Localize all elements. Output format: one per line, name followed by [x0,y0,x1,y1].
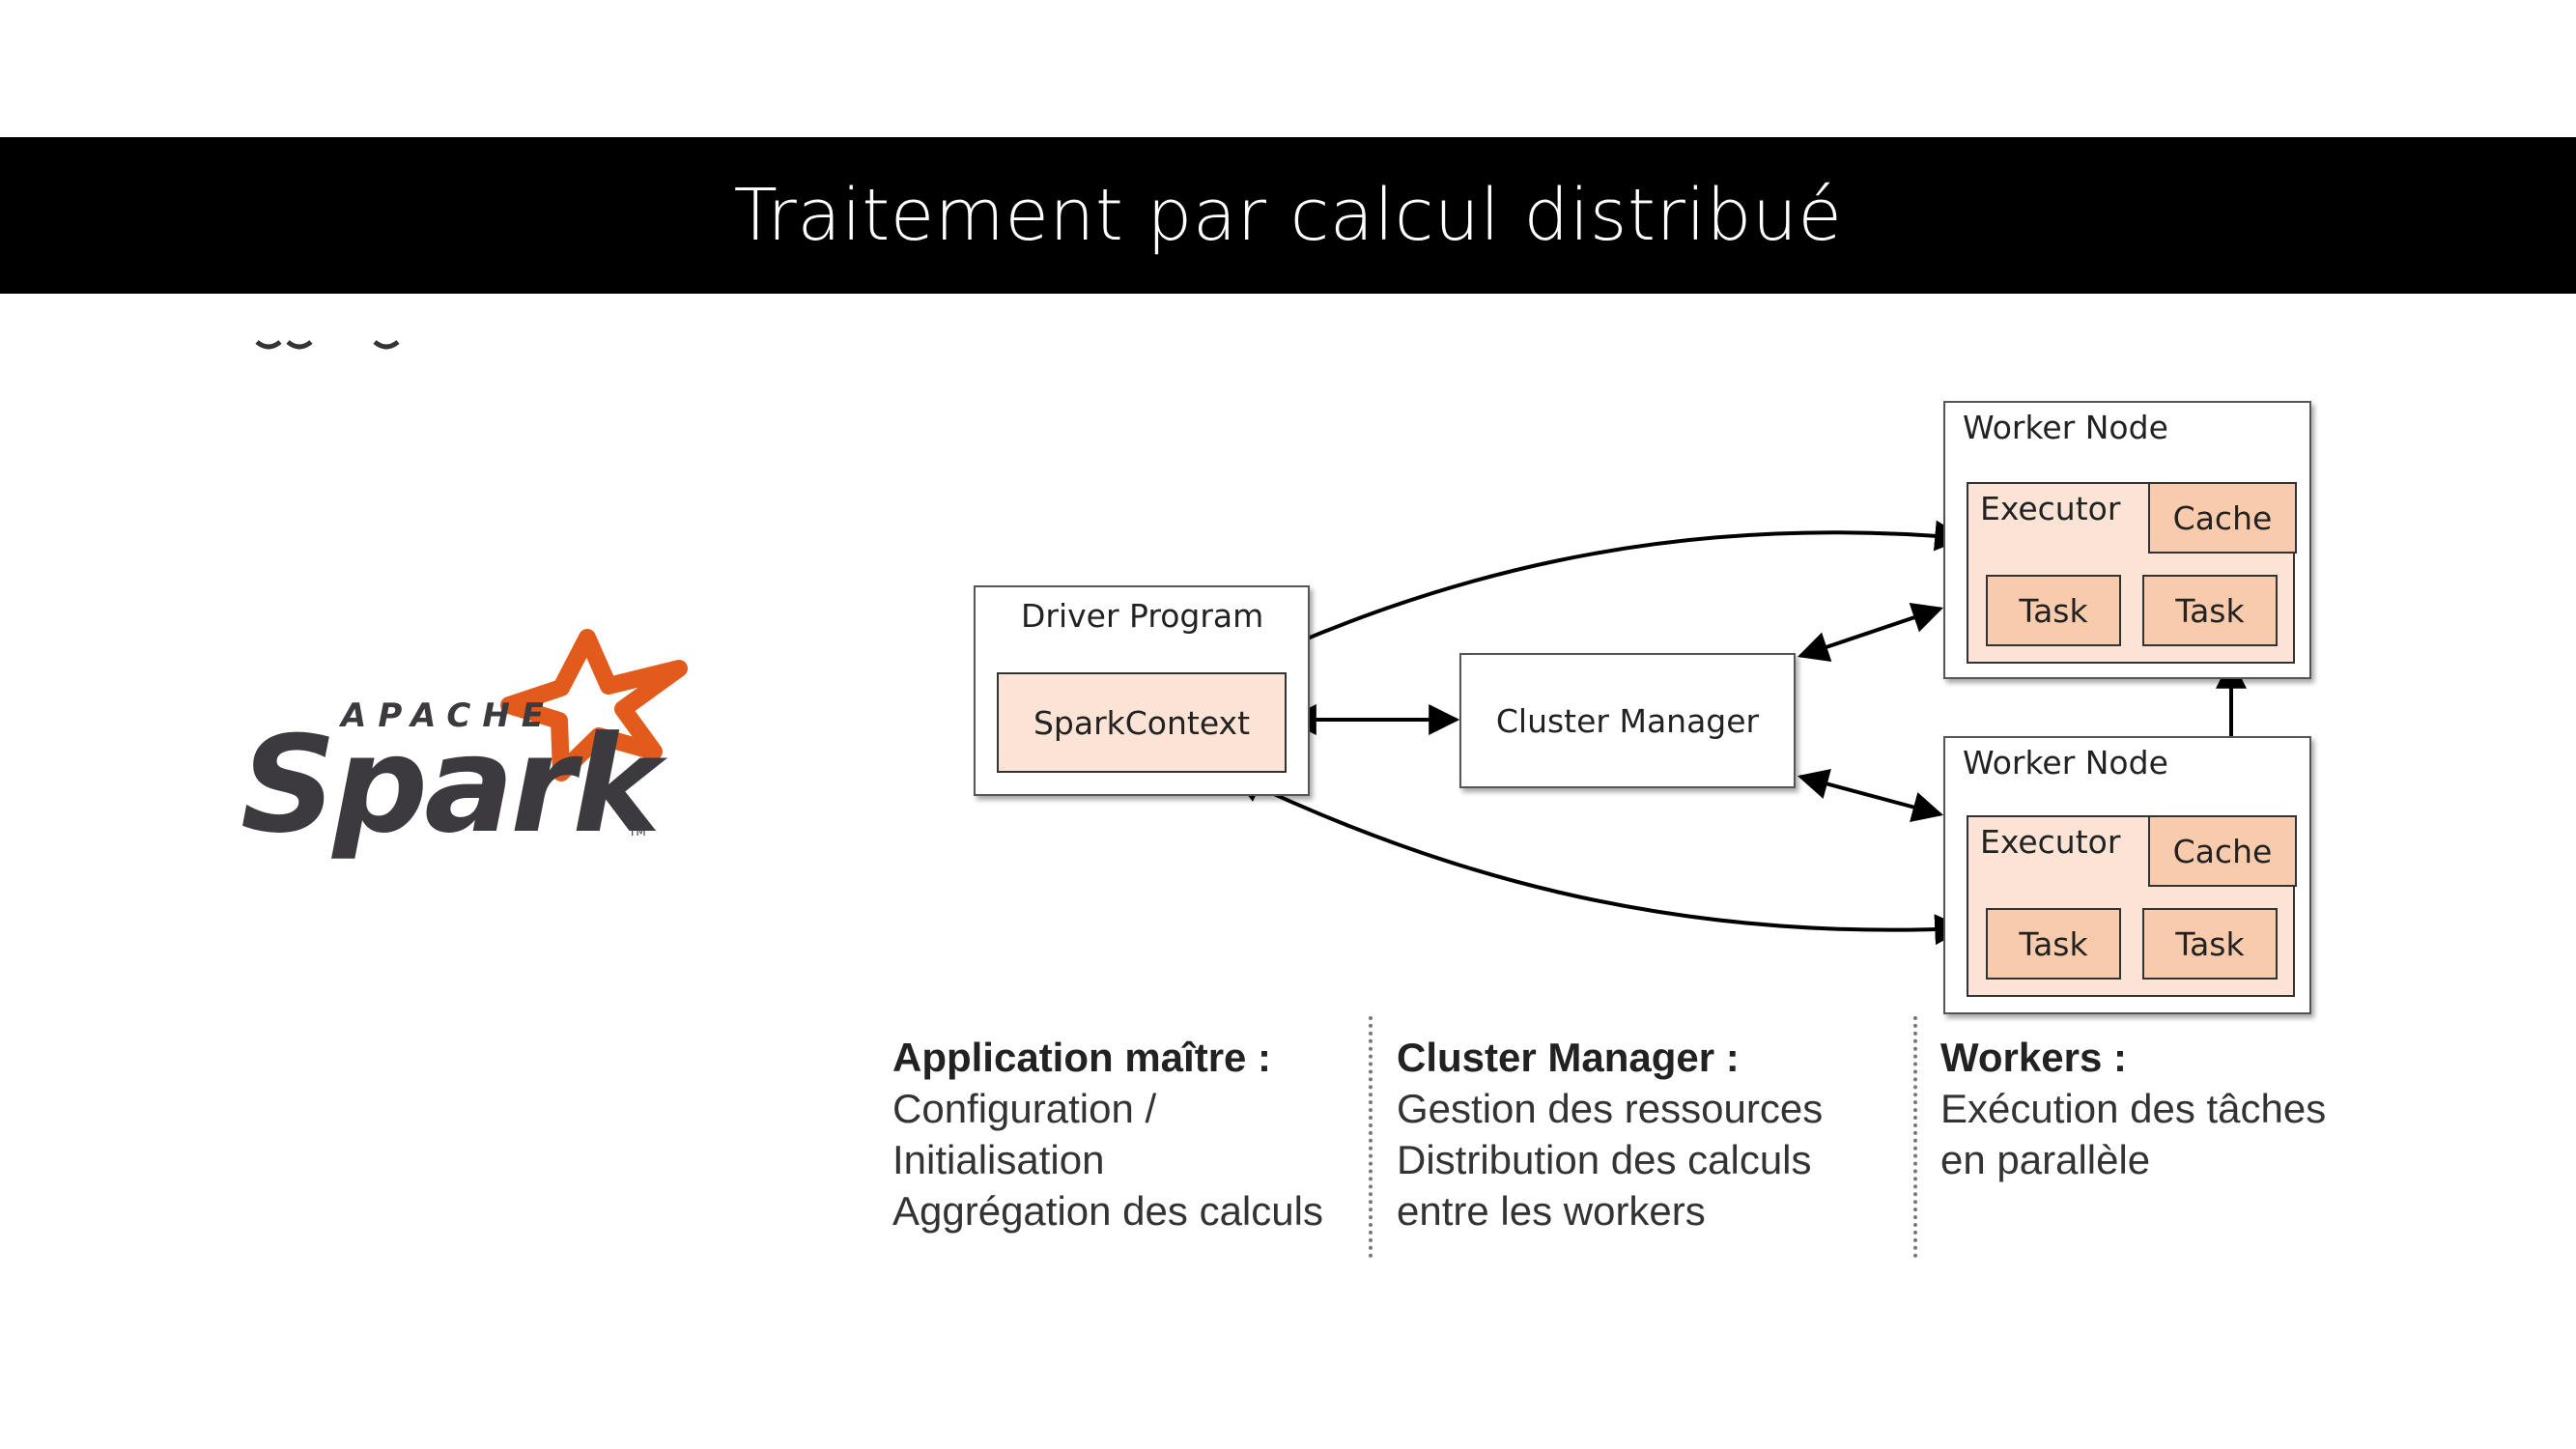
worker-node-2: Worker Node Executor Cache Task Task [1943,736,2311,1014]
driver-program-label: Driver Program [1021,597,1264,635]
logo-apache-text: APACHE [338,696,555,735]
logo-spark-text: Spark [241,707,667,863]
description-driver-line: Aggrégation des calculs [892,1188,1323,1234]
spark-star-icon [500,629,688,781]
worker-node-2-label: Worker Node [1963,744,2168,781]
executor-box-1: Executor Cache Task Task [1967,482,2297,664]
cache-box-1: Cache [2148,482,2297,554]
executor-label-1: Executor [1980,490,2121,527]
slide-title: Traitement par calcul distribué [733,174,1843,257]
arrow-driver-worker2 [1231,774,1967,946]
worker-node-1: Worker Node Executor Cache Task Task [1943,401,2311,679]
description-divider [1913,1016,1917,1258]
task-box-1a: Task [1986,575,2121,646]
cluster-manager-box: Cluster Manager [1459,653,1796,788]
description-cluster-manager-line: entre les workers [1397,1188,1706,1234]
task-box-2a: Task [1986,908,2121,980]
task-box-2b: Task [2142,908,2278,980]
description-cluster-manager-line: Gestion des ressources [1397,1086,1824,1131]
cropped-text-fragment [255,339,400,350]
executor-box-2: Executor Cache Task Task [1967,815,2297,997]
sparkcontext-box: SparkContext [997,672,1287,773]
title-bar: Traitement par calcul distribué [0,137,2576,294]
cache-box-2: Cache [2148,815,2297,887]
apache-spark-logo: APACHE Spark TM [241,629,688,863]
arrow-cluster-manager-worker2 [1797,769,1944,822]
description-workers-line: Exécution des tâches [1940,1086,2327,1131]
arrow-driver-worker1 [1231,520,1967,673]
driver-program-box: Driver Program SparkContext [974,585,1310,796]
description-cluster-manager-heading: Cluster Manager : [1397,1035,1740,1080]
arrow-cluster-manager-worker1 [1797,603,1944,662]
logo-tm-text: TM [628,825,646,838]
executor-label-2: Executor [1980,823,2121,861]
description-driver-line: Initialisation [892,1137,1105,1182]
description-driver: Application maître : Configuration / Ini… [892,1032,1323,1236]
description-cluster-manager: Cluster Manager : Gestion des ressources… [1397,1032,1823,1236]
description-driver-line: Configuration / [892,1086,1157,1131]
description-divider [1369,1016,1373,1258]
description-workers-line: en parallèle [1940,1137,2151,1182]
description-workers: Workers : Exécution des tâches en parall… [1940,1032,2326,1185]
description-driver-heading: Application maître : [892,1035,1272,1080]
worker-node-1-label: Worker Node [1963,409,2168,446]
description-cluster-manager-line: Distribution des calculs [1397,1137,1812,1182]
task-box-1b: Task [2142,575,2278,646]
description-workers-heading: Workers : [1940,1035,2127,1080]
